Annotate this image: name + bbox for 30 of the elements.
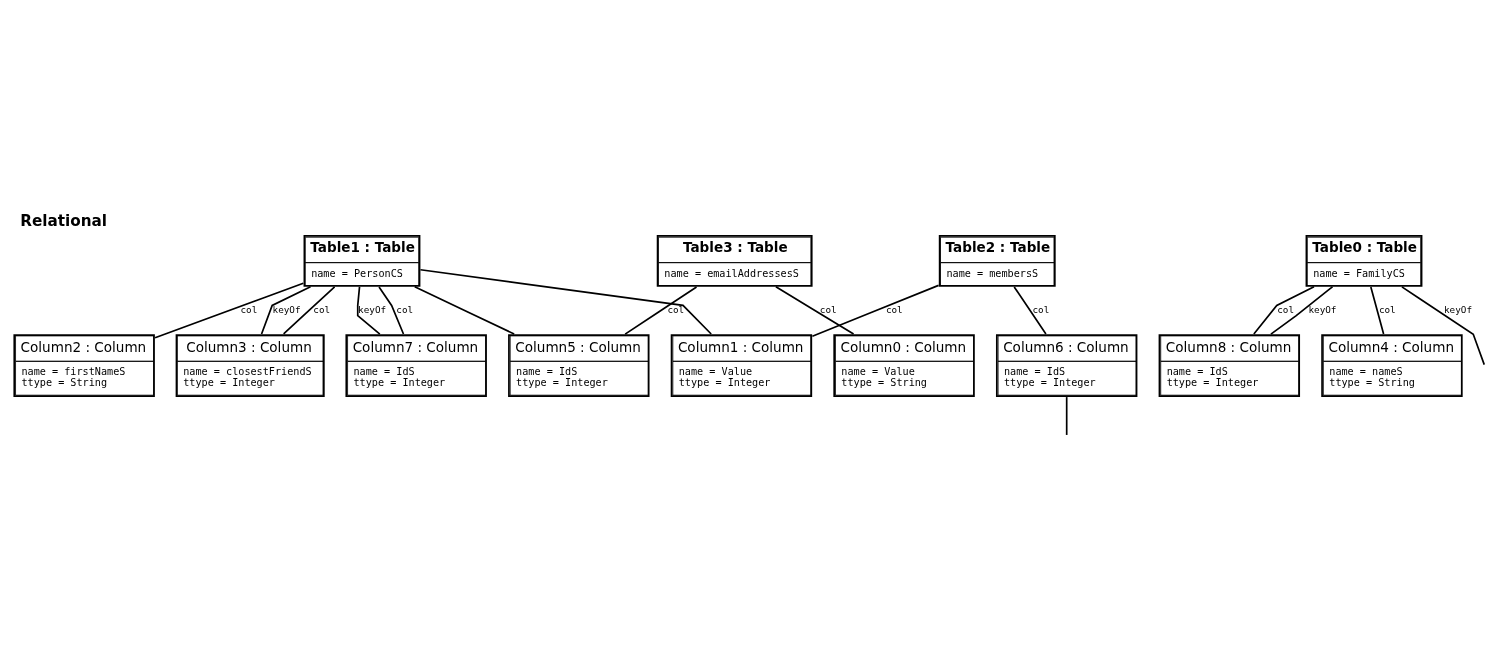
edge-label: keyOf [358, 303, 387, 315]
connector [419, 268, 713, 335]
edge-label: col [1032, 303, 1050, 315]
connector [154, 281, 305, 339]
edge-label: col [240, 303, 258, 315]
edge-label: keyOf [1444, 303, 1473, 315]
connector [282, 285, 336, 335]
connector [811, 284, 940, 337]
connector [775, 285, 855, 335]
edge-label: col [396, 303, 414, 315]
connector [356, 285, 381, 335]
connector [1065, 395, 1068, 436]
edge-label: col [667, 303, 685, 315]
edge-label: col [885, 303, 903, 315]
connector [1401, 285, 1486, 365]
edge-label: keyOf [272, 303, 301, 315]
connector [1013, 285, 1047, 335]
connector [1370, 285, 1385, 335]
connector [1270, 285, 1334, 335]
connector [413, 285, 515, 335]
edge-label: col [1378, 303, 1396, 315]
edge-label: col [819, 303, 837, 315]
edge-label: col [1277, 303, 1295, 315]
edge-label: col [313, 303, 331, 315]
connector [624, 285, 698, 335]
diagram-title: Relational [20, 211, 108, 230]
edge-label: keyOf [1308, 303, 1337, 315]
connector [378, 285, 405, 335]
connector [1253, 285, 1315, 335]
connector [260, 285, 312, 335]
